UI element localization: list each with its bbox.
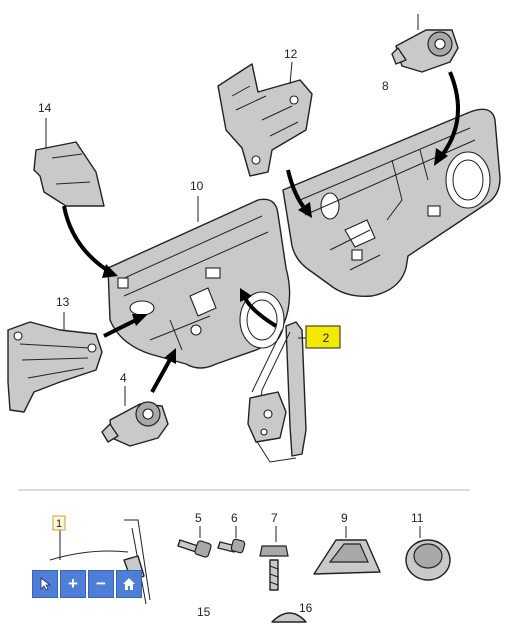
callout-14: 14	[38, 101, 52, 115]
callout-10: 10	[190, 179, 204, 193]
callout-16: 16	[299, 601, 313, 615]
part-13-bracket[interactable]	[7, 312, 103, 413]
part-12-bracket[interactable]	[217, 61, 313, 177]
part-5-bolt[interactable]	[177, 526, 212, 558]
zoom-in-button[interactable]: +	[60, 570, 86, 598]
callout-1-box	[52, 515, 66, 531]
zoom-out-button[interactable]: −	[88, 570, 114, 598]
callout-9: 9	[341, 511, 348, 525]
viewer-toolbar: + −	[32, 570, 142, 598]
part-8-door-panel[interactable]	[282, 108, 501, 298]
zoom-out-icon: −	[96, 574, 106, 593]
callout-7: 7	[271, 511, 278, 525]
part-9-grommet[interactable]	[313, 526, 381, 575]
pointer-icon	[40, 577, 52, 591]
assembly-arrows	[62, 71, 460, 393]
part-14-cover[interactable]	[33, 118, 105, 207]
callout-2-highlight	[305, 325, 341, 349]
part-11-plug[interactable]	[405, 526, 451, 581]
home-button[interactable]	[116, 570, 142, 598]
callout-15: 15	[197, 605, 211, 619]
part-10-door-panel[interactable]	[107, 196, 291, 369]
callout-11: 11	[411, 511, 424, 525]
callout-8: 8	[382, 79, 389, 93]
part-4-motor[interactable]	[101, 386, 169, 447]
callout-2[interactable]: 2	[323, 331, 330, 345]
part-16-fastener[interactable]	[271, 612, 307, 623]
callout-6: 6	[231, 511, 238, 525]
part-2-window-regulator[interactable]	[247, 321, 307, 463]
pointer-button[interactable]	[32, 570, 58, 598]
part-7-bolt[interactable]	[259, 526, 289, 591]
callout-12: 12	[284, 47, 298, 61]
window-motor-top[interactable]	[391, 14, 459, 73]
home-icon	[123, 578, 135, 590]
part-6-bolt[interactable]	[217, 526, 246, 554]
callout-13: 13	[56, 295, 70, 309]
callout-4: 4	[120, 371, 127, 385]
callout-1[interactable]: 1	[56, 518, 62, 530]
callout-5: 5	[195, 511, 202, 525]
zoom-in-icon: +	[68, 574, 78, 593]
